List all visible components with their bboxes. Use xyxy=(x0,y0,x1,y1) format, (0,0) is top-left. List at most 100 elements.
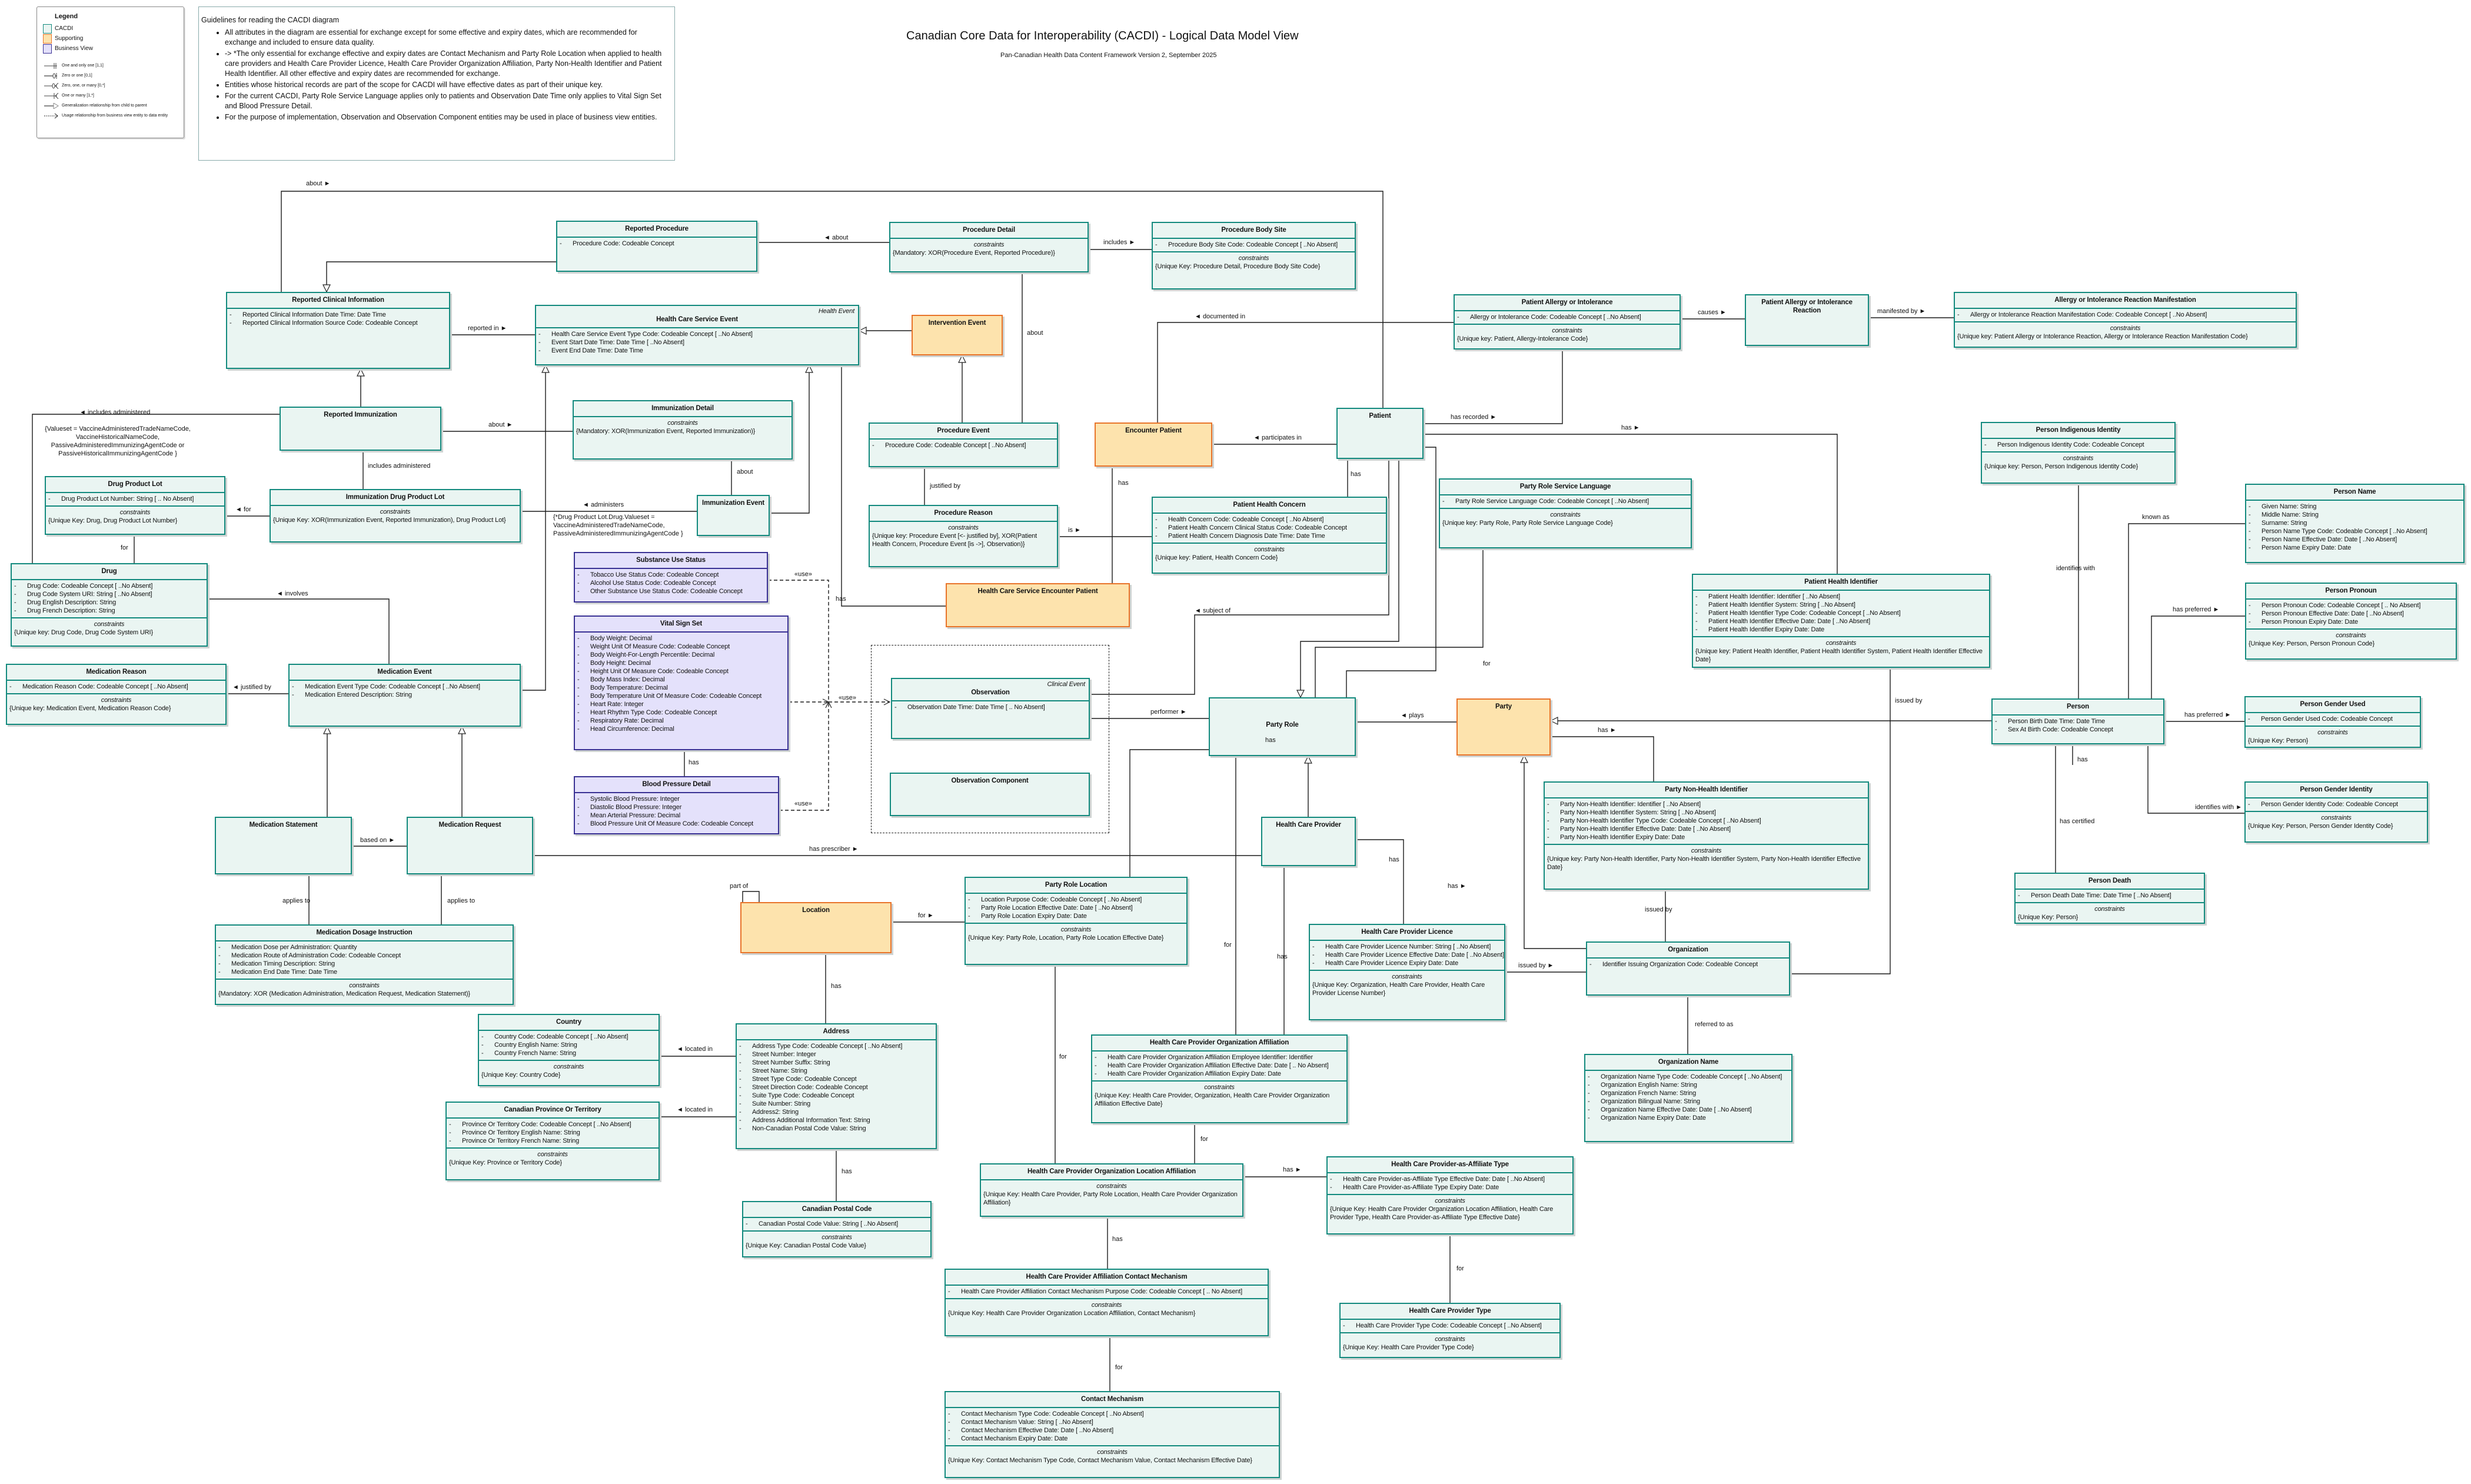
entity-person-indigenous-identity[interactable]: Person Indigenous Identity-Person Indige… xyxy=(1981,422,2176,484)
entity-attribute: -Person Gender Identity Code: Codeable C… xyxy=(2248,800,2425,808)
entity-header: Immunization Event xyxy=(698,496,769,511)
entity-hcp-organization-affiliation[interactable]: Health Care Provider Organization Affili… xyxy=(1091,1034,1348,1123)
entity-person[interactable]: Person-Person Birth Date Time: Date Time… xyxy=(1991,698,2164,744)
entity-attributes: -Address Type Code: Codeable Concept [ .… xyxy=(737,1039,936,1135)
entity-attributes: -Province Or Territory Code: Codeable Co… xyxy=(447,1117,659,1147)
entity-patient-allergy-or-intolerance-reaction[interactable]: Patient Allergy or Intolerance Reaction xyxy=(1745,294,1869,346)
entity-attributes: -Procedure Code: Codeable Concept [ ..No… xyxy=(870,438,1057,452)
entity-person-name[interactable]: Person Name-Given Name: String-Middle Na… xyxy=(2245,484,2465,563)
attribute-text: Medication Entered Description: String xyxy=(305,691,413,698)
entity-health-care-service-encounter-patient[interactable]: Health Care Service Encounter Patient xyxy=(946,583,1130,627)
entity-person-death[interactable]: Person Death-Person Death Date Time: Dat… xyxy=(2014,873,2205,924)
entity-person-gender-identity[interactable]: Person Gender Identity-Person Gender Ide… xyxy=(2244,781,2428,843)
entity-allergy-reaction-manifestation[interactable]: Allergy or Intolerance Reaction Manifest… xyxy=(1954,292,2297,348)
entity-title: Medication Request xyxy=(438,821,501,828)
entity-medication-event[interactable]: Medication Event-Medication Event Type C… xyxy=(288,664,521,727)
constraints-heading: constraints xyxy=(1091,1302,1122,1309)
entity-person-pronoun[interactable]: Person Pronoun-Person Pronoun Code: Code… xyxy=(2245,583,2457,660)
entity-patient-health-concern[interactable]: Patient Health Concern-Health Concern Co… xyxy=(1152,497,1387,574)
entity-attributes: -Procedure Body Site Code: Codeable Conc… xyxy=(1153,238,1355,251)
constraints-heading: constraints xyxy=(1435,1197,1465,1204)
entity-attribute: -Diastolic Blood Pressure: Integer xyxy=(577,803,776,811)
entity-attributes: -Health Care Provider Licence Number: St… xyxy=(1310,940,1504,970)
entity-person-gender-used[interactable]: Person Gender Used-Person Gender Used Co… xyxy=(2244,696,2421,748)
entity-hcp-organization-location-affiliation[interactable]: Health Care Provider Organization Locati… xyxy=(980,1163,1243,1217)
entity-medication-reason[interactable]: Medication Reason-Medication Reason Code… xyxy=(6,664,227,725)
entity-drug[interactable]: Drug-Drug Code: Codeable Concept [ ..No … xyxy=(11,563,208,647)
entity-health-care-provider[interactable]: Health Care Provider xyxy=(1261,817,1356,866)
entity-medication-dosage-instruction[interactable]: Medication Dosage Instruction-Medication… xyxy=(215,924,514,1005)
entity-contact-mechanism[interactable]: Contact Mechanism-Contact Mechanism Type… xyxy=(944,1391,1280,1478)
entity-reported-procedure[interactable]: Reported Procedure-Procedure Code: Codea… xyxy=(556,221,757,272)
entity-party-role[interactable]: Party Role xyxy=(1209,697,1356,756)
constraints-heading: constraints xyxy=(2336,632,2366,639)
entity-attribute: -Person Name Expiry Date: Date xyxy=(2249,544,2461,552)
entity-patient-allergy-or-intolerance[interactable]: Patient Allergy or Intolerance-Allergy o… xyxy=(1454,294,1681,350)
constraints-text: {Unique Key: Contact Mechanism Type Code… xyxy=(948,1457,1252,1464)
entity-vital-sign-set[interactable]: Vital Sign Set-Body Weight: Decimal-Weig… xyxy=(574,615,789,750)
entity-country[interactable]: Country-Country Code: Codeable Concept [… xyxy=(478,1014,660,1086)
entity-party-role-service-language[interactable]: Party Role Service Language-Party Role S… xyxy=(1439,478,1692,548)
relationship-label: ◄ for xyxy=(235,506,251,513)
entity-attributes: -Person Birth Date Time: Date Time-Sex A… xyxy=(1993,714,2163,736)
attribute-bullet: - xyxy=(230,311,232,318)
entity-medication-request[interactable]: Medication Request xyxy=(407,817,533,874)
entity-immunization-event[interactable]: Immunization Event xyxy=(697,495,770,536)
attribute-bullet: - xyxy=(1588,1073,1590,1080)
entity-header: Medication Dosage Instruction xyxy=(216,926,513,940)
entity-attribute: -Province Or Territory Code: Codeable Co… xyxy=(449,1120,656,1129)
entity-reported-immunization[interactable]: Reported Immunization xyxy=(280,407,441,451)
entity-reported-clinical-information[interactable]: Reported Clinical Information-Reported C… xyxy=(226,292,450,369)
entity-attributes: -Allergy or Intolerance Reaction Manifes… xyxy=(1955,308,2296,321)
attribute-bullet: - xyxy=(1695,593,1698,600)
entity-blood-pressure-detail[interactable]: Blood Pressure Detail-Systolic Blood Pre… xyxy=(574,776,779,834)
entity-attribute: -Medication Event Type Code: Codeable Co… xyxy=(292,683,517,691)
entity-constraints: constraints{Unique Key: Person, Person P… xyxy=(2246,628,2456,650)
entity-drug-product-lot[interactable]: Drug Product Lot-Drug Product Lot Number… xyxy=(45,476,225,535)
entity-organization-name[interactable]: Organization Name-Organization Name Type… xyxy=(1584,1054,1792,1142)
constraints-heading: constraints xyxy=(1392,973,1422,980)
entity-header: Address xyxy=(737,1024,936,1039)
entity-observation-component[interactable]: Observation Component xyxy=(890,773,1090,816)
entity-party-non-health-identifier[interactable]: Party Non-Health Identifier-Party Non-He… xyxy=(1544,781,1869,890)
attribute-text: Alcohol Use Status Code: Codeable Concep… xyxy=(590,580,716,587)
entity-constraints: constraints{Unique Key: Person} xyxy=(2016,902,2204,923)
entity-health-care-provider-type[interactable]: Health Care Provider Type-Health Care Pr… xyxy=(1339,1303,1561,1358)
attribute-bullet: - xyxy=(948,1419,950,1426)
entity-patient[interactable]: Patient xyxy=(1336,408,1424,459)
attribute-bullet: - xyxy=(968,913,970,920)
entity-title: Organization xyxy=(1668,946,1708,953)
entity-header: Country xyxy=(479,1015,659,1030)
entity-substance-use-status[interactable]: Substance Use Status-Tobacco Use Status … xyxy=(574,552,768,603)
attribute-text: Health Care Provider Licence Number: Str… xyxy=(1325,943,1491,950)
entity-health-care-provider-licence[interactable]: Health Care Provider Licence-Health Care… xyxy=(1309,924,1505,1020)
legend-line-item: Zero or one [0,1] xyxy=(44,71,184,81)
entity-intervention-event[interactable]: Intervention Event xyxy=(912,315,1003,355)
entity-patient-health-identifier[interactable]: Patient Health Identifier-Patient Health… xyxy=(1692,574,1990,668)
entity-hcp-affiliation-contact-mechanism[interactable]: Health Care Provider Affiliation Contact… xyxy=(944,1269,1269,1336)
attribute-text: Street Number Suffix: String xyxy=(752,1059,830,1066)
entity-location[interactable]: Location xyxy=(740,902,892,953)
attribute-text: Patient Health Concern Clinical Status C… xyxy=(1168,524,1347,531)
entity-canadian-postal-code[interactable]: Canadian Postal Code-Canadian Postal Cod… xyxy=(742,1201,932,1257)
entity-encounter-patient[interactable]: Encounter Patient xyxy=(1095,422,1212,467)
entity-procedure-event[interactable]: Procedure Event-Procedure Code: Codeable… xyxy=(869,422,1058,467)
entity-canadian-province-or-territory[interactable]: Canadian Province Or Territory-Province … xyxy=(445,1102,660,1180)
entity-organization[interactable]: Organization-Identifier Issuing Organiza… xyxy=(1586,941,1790,996)
constraints-text: {Unique Key: Person, Person Pronoun Code… xyxy=(2249,640,2374,647)
entity-party[interactable]: Party xyxy=(1456,698,1551,756)
entity-party-role-location[interactable]: Party Role Location-Location Purpose Cod… xyxy=(965,877,1188,965)
entity-header: Patient Allergy or Intolerance xyxy=(1455,295,1680,310)
attribute-bullet: - xyxy=(577,571,580,578)
entity-hcp-as-affiliate-type[interactable]: Health Care Provider-as-Affiliate Type-H… xyxy=(1326,1156,1574,1235)
entity-address[interactable]: Address-Address Type Code: Codeable Conc… xyxy=(736,1023,937,1149)
attribute-bullet: - xyxy=(577,643,580,650)
entity-procedure-body-site[interactable]: Procedure Body Site-Procedure Body Site … xyxy=(1152,222,1356,290)
entity-medication-statement[interactable]: Medication Statement xyxy=(215,817,352,874)
